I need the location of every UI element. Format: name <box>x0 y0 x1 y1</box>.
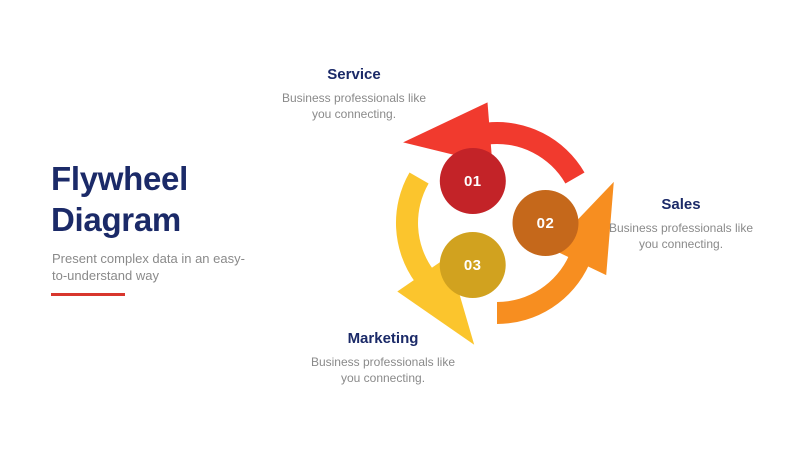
arrow-sales-head <box>550 181 614 276</box>
step-circle-03 <box>439 232 506 298</box>
step-label-block-sales: Sales Business professionals like you co… <box>601 196 761 252</box>
step-circle-02 <box>512 190 579 256</box>
step-number-03: 03 <box>464 257 482 274</box>
step-label-block-marketing: Marketing Business professionals like yo… <box>303 330 463 386</box>
arrow-service-band <box>486 122 585 184</box>
arrow-marketing-head <box>397 256 475 345</box>
title-accent-line <box>51 293 125 296</box>
step-circle-01 <box>439 148 506 214</box>
step-description: Business professionals like you connecti… <box>281 91 427 121</box>
step-number-02: 02 <box>537 215 555 232</box>
arrow-marketing-band <box>395 172 434 283</box>
step-label-block-service: Service Business professionals like you … <box>274 66 434 122</box>
page-subtitle: Present complex data in an easy-to-under… <box>52 251 245 283</box>
step-description: Business professionals like you connecti… <box>608 221 754 251</box>
step-title: Sales <box>661 196 701 213</box>
step-title: Service <box>327 66 381 83</box>
step-description: Business professionals like you connecti… <box>310 355 456 385</box>
flywheel-diagram: 01 02 03 <box>395 102 614 345</box>
arrow-sales-band <box>497 255 590 324</box>
page-title: Flywheel Diagram <box>51 160 188 238</box>
step-title: Marketing <box>347 330 419 347</box>
step-number-01: 01 <box>464 173 482 190</box>
